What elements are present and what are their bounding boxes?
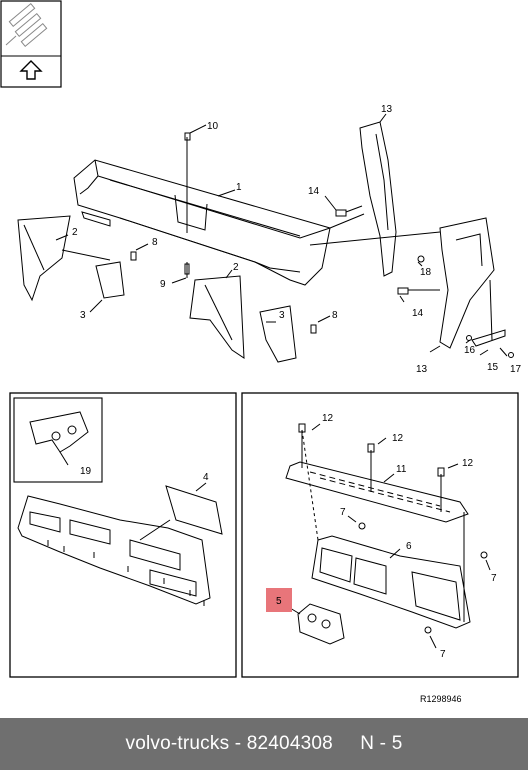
callout-6: 6 bbox=[406, 541, 412, 552]
callout-1: 1 bbox=[236, 182, 242, 193]
callout-3b: 3 bbox=[279, 310, 285, 321]
highlight-box bbox=[266, 588, 292, 612]
callout-labels: 10 1 2 8 2 9 3 3 8 13 14 18 14 16 13 15 … bbox=[72, 104, 522, 704]
lower-right-panel bbox=[241, 392, 519, 678]
callout-12a: 12 bbox=[322, 413, 334, 424]
callout-2b: 2 bbox=[233, 262, 239, 273]
reference-code: R1298946 bbox=[420, 694, 462, 704]
callout-16: 16 bbox=[464, 345, 476, 356]
callout-17: 17 bbox=[510, 364, 522, 375]
callout-5: 5 bbox=[276, 596, 282, 607]
callout-12c: 12 bbox=[462, 458, 474, 469]
footer-text: volvo-trucks - 82404308 N - 5 bbox=[125, 733, 403, 754]
footer-bar: volvo-trucks - 82404308 N - 5 bbox=[0, 718, 528, 770]
callout-7a: 7 bbox=[340, 507, 346, 518]
lower-left-panel bbox=[9, 392, 237, 678]
callout-14a: 14 bbox=[308, 186, 320, 197]
callout-8b: 8 bbox=[332, 310, 338, 321]
callout-3a: 3 bbox=[80, 310, 86, 321]
callout-18: 18 bbox=[420, 267, 432, 278]
callout-13a: 13 bbox=[381, 104, 393, 115]
parts-diagram: 10 1 2 8 2 9 3 3 8 13 14 18 14 16 13 15 … bbox=[0, 0, 522, 704]
callout-11: 11 bbox=[396, 464, 407, 475]
callout-10: 10 bbox=[207, 121, 219, 132]
up-arrow-icon bbox=[19, 60, 43, 80]
callout-14b: 14 bbox=[412, 308, 424, 319]
callout-15: 15 bbox=[487, 362, 499, 373]
callout-7b: 7 bbox=[491, 573, 497, 584]
callout-13b: 13 bbox=[416, 364, 428, 375]
callout-12b: 12 bbox=[392, 433, 404, 444]
diagram-svg: 10 1 2 8 2 9 3 3 8 13 14 18 14 16 13 15 … bbox=[0, 0, 522, 704]
callout-9: 9 bbox=[160, 279, 166, 290]
callout-4: 4 bbox=[203, 472, 209, 483]
callout-2a: 2 bbox=[72, 227, 78, 238]
navigation-icon-box[interactable] bbox=[0, 0, 62, 88]
callout-7c: 7 bbox=[440, 649, 446, 660]
front-panel-assembly bbox=[17, 113, 514, 363]
explode-view-icon bbox=[5, 2, 48, 48]
callout-8a: 8 bbox=[152, 237, 158, 248]
callout-19: 19 bbox=[80, 466, 92, 477]
